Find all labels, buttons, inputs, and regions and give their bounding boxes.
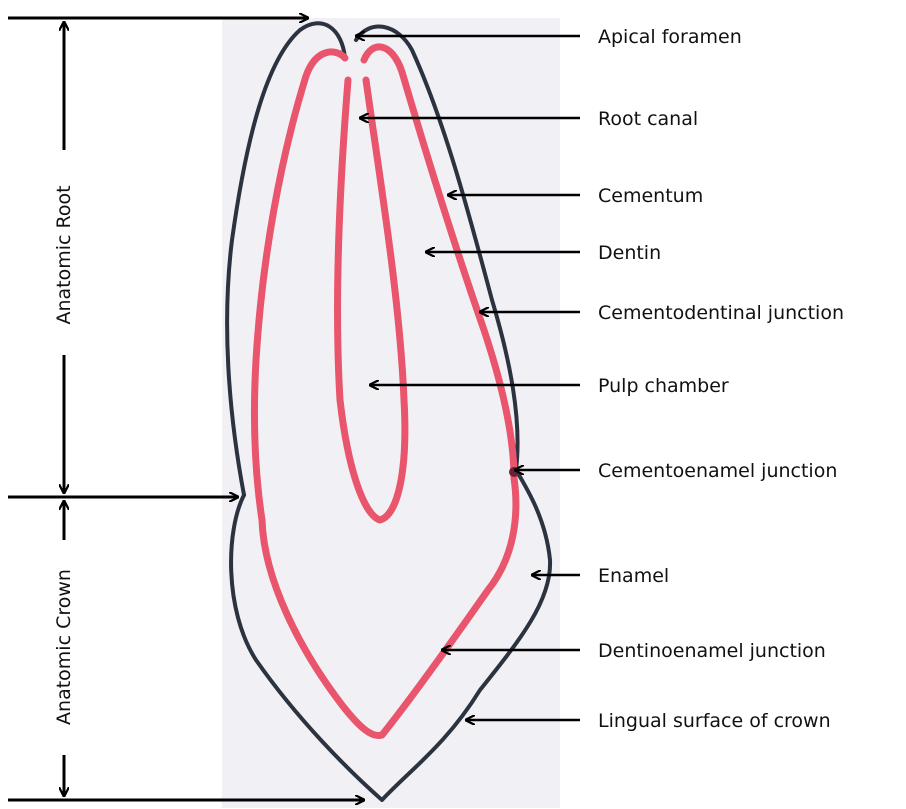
label-apical-foramen: Apical foramen (598, 26, 742, 48)
label-pulp-chamber: Pulp chamber (598, 375, 729, 397)
label-cementoenamel-junction: Cementoenamel junction (598, 460, 837, 482)
cementoenamel-dot (509, 467, 519, 477)
label-lingual-surface: Lingual surface of crown (598, 710, 831, 732)
label-root-canal: Root canal (598, 108, 698, 130)
label-enamel: Enamel (598, 565, 669, 587)
anatomic-root-label: Anatomic Root (53, 185, 75, 324)
anatomic-crown-label: Anatomic Crown (53, 569, 75, 725)
label-dentin: Dentin (598, 242, 661, 264)
label-cementum: Cementum (598, 185, 703, 207)
callout-labels: Apical foramen Root canal Cementum Denti… (598, 26, 844, 732)
label-dentinoenamel-junction: Dentinoenamel junction (598, 640, 826, 662)
label-cementodentinal-junction: Cementodentinal junction (598, 302, 844, 324)
